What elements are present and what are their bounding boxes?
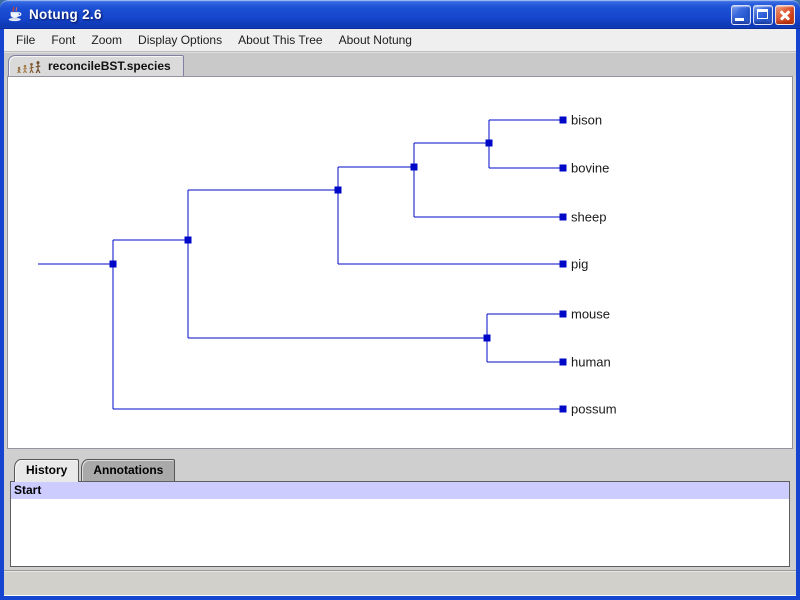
internal-node[interactable] — [334, 186, 342, 194]
tab-annotations[interactable]: Annotations — [81, 459, 176, 481]
tree-svg: bison bovine sheep pig mouse human possum — [38, 113, 617, 417]
evolution-march-icon — [17, 60, 41, 73]
leaf-label-bovine: bovine — [571, 161, 609, 176]
internal-node[interactable] — [184, 236, 192, 244]
leaf-label-sheep: sheep — [571, 210, 606, 225]
document-tab-label: reconcileBST.species — [48, 59, 171, 73]
leaf-label-pig: pig — [571, 257, 588, 272]
history-row-start[interactable]: Start — [11, 482, 789, 499]
internal-node[interactable] — [485, 139, 493, 147]
tab-history[interactable]: History — [14, 459, 80, 482]
maximize-icon — [757, 9, 768, 19]
menu-file[interactable]: File — [16, 33, 36, 47]
title-bar[interactable]: Notung 2.6 — [0, 0, 800, 29]
client-area: File Font Zoom Display Options About This Tr… — [4, 29, 796, 596]
internal-node[interactable] — [109, 260, 117, 268]
leaf-label-possum: possum — [571, 402, 617, 417]
leaf-label-mouse: mouse — [571, 307, 610, 322]
window-title: Notung 2.6 — [29, 7, 102, 22]
leaf-label-bison: bison — [571, 113, 602, 128]
menu-zoom[interactable]: Zoom — [91, 33, 123, 47]
minimize-icon — [735, 18, 744, 21]
internal-node[interactable] — [483, 334, 491, 342]
leaf-label-human: human — [571, 355, 611, 370]
minimize-button[interactable] — [731, 5, 751, 25]
leaf-node-pig[interactable] — [559, 260, 567, 268]
leaf-node-bovine[interactable] — [559, 164, 567, 172]
status-strip — [4, 570, 796, 596]
menu-bar: File Font Zoom Display Options About This Tr… — [4, 29, 796, 52]
document-tab-bar: reconcileBST.species — [4, 52, 796, 76]
document-tab-reconcilebst-species[interactable]: reconcileBST.species — [8, 55, 184, 76]
leaf-node-mouse[interactable] — [559, 310, 567, 318]
tree-canvas[interactable]: bison bovine sheep pig mouse human possum — [7, 76, 793, 449]
leaf-node-bison[interactable] — [559, 116, 567, 124]
leaf-node-sheep[interactable] — [559, 213, 567, 221]
leaf-node-human[interactable] — [559, 358, 567, 366]
internal-node[interactable] — [410, 163, 418, 171]
maximize-button[interactable] — [753, 5, 773, 25]
history-list[interactable]: Start — [10, 481, 790, 567]
menu-about-this-tree[interactable]: About This Tree — [238, 33, 323, 47]
menu-display-options[interactable]: Display Options — [138, 33, 223, 47]
close-button[interactable] — [775, 5, 795, 25]
menu-font[interactable]: Font — [51, 33, 76, 47]
menu-about-notung[interactable]: About Notung — [338, 33, 412, 47]
java-cup-icon — [8, 6, 22, 22]
leaf-node-possum[interactable] — [559, 405, 567, 413]
